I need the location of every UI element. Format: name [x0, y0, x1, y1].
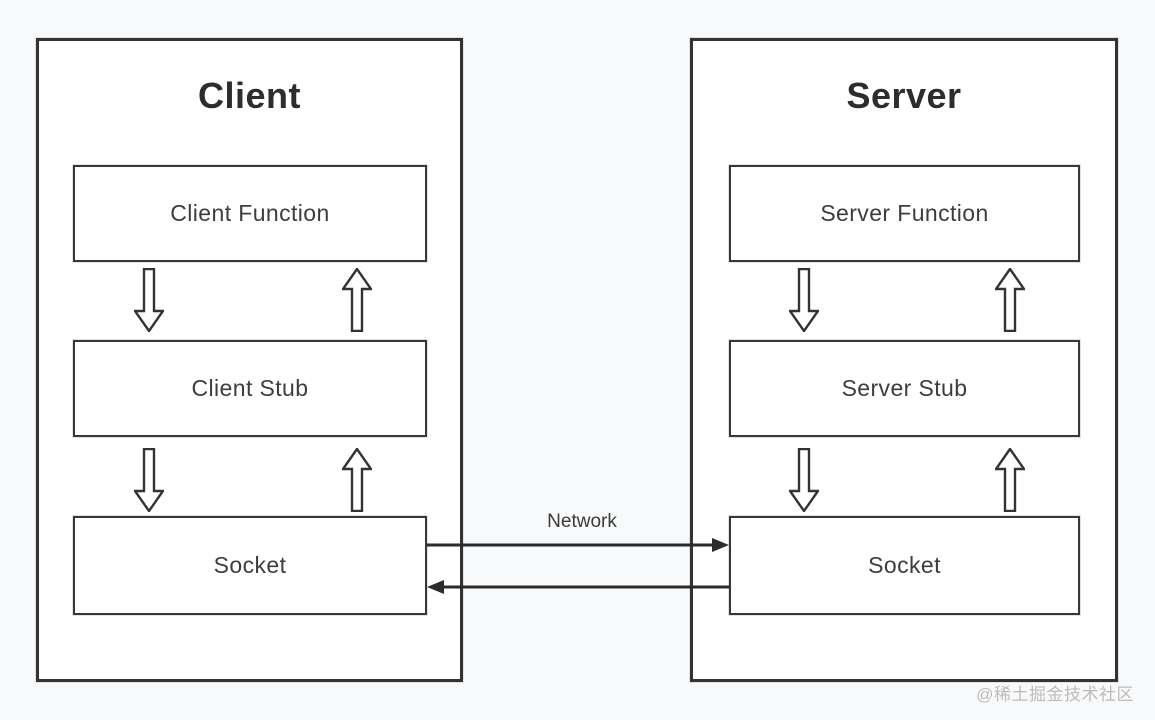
- down-arrow-icon: [134, 448, 164, 512]
- client-socket-box: Socket: [73, 516, 427, 615]
- server-function-label: Server Function: [820, 200, 989, 226]
- client-socket-label: Socket: [213, 552, 287, 578]
- server-function-box: Server Function: [729, 165, 1080, 262]
- watermark: @稀土掘金技术社区: [976, 685, 1134, 704]
- server-socket-box: Socket: [729, 516, 1080, 615]
- client-function-box: Client Function: [73, 165, 427, 262]
- client-stub-label: Client Stub: [191, 375, 309, 401]
- up-arrow-icon: [995, 448, 1025, 512]
- down-arrow-icon: [789, 268, 819, 332]
- client-panel-title: Client: [197, 75, 301, 116]
- server-stub-box: Server Stub: [729, 340, 1080, 437]
- network-label: Network: [547, 511, 617, 532]
- up-arrow-icon: [342, 268, 372, 332]
- up-arrow-icon: [342, 448, 372, 512]
- server-stub-label: Server Stub: [841, 375, 968, 401]
- server-panel-title: Server: [846, 75, 962, 116]
- up-arrow-icon: [995, 268, 1025, 332]
- network-arrow-right-icon: [427, 538, 729, 552]
- down-arrow-icon: [134, 268, 164, 332]
- down-arrow-icon: [789, 448, 819, 512]
- server-socket-label: Socket: [868, 552, 941, 578]
- network-arrow-left-icon: [427, 580, 729, 594]
- client-stub-box: Client Stub: [73, 340, 427, 437]
- client-function-label: Client Function: [170, 200, 330, 226]
